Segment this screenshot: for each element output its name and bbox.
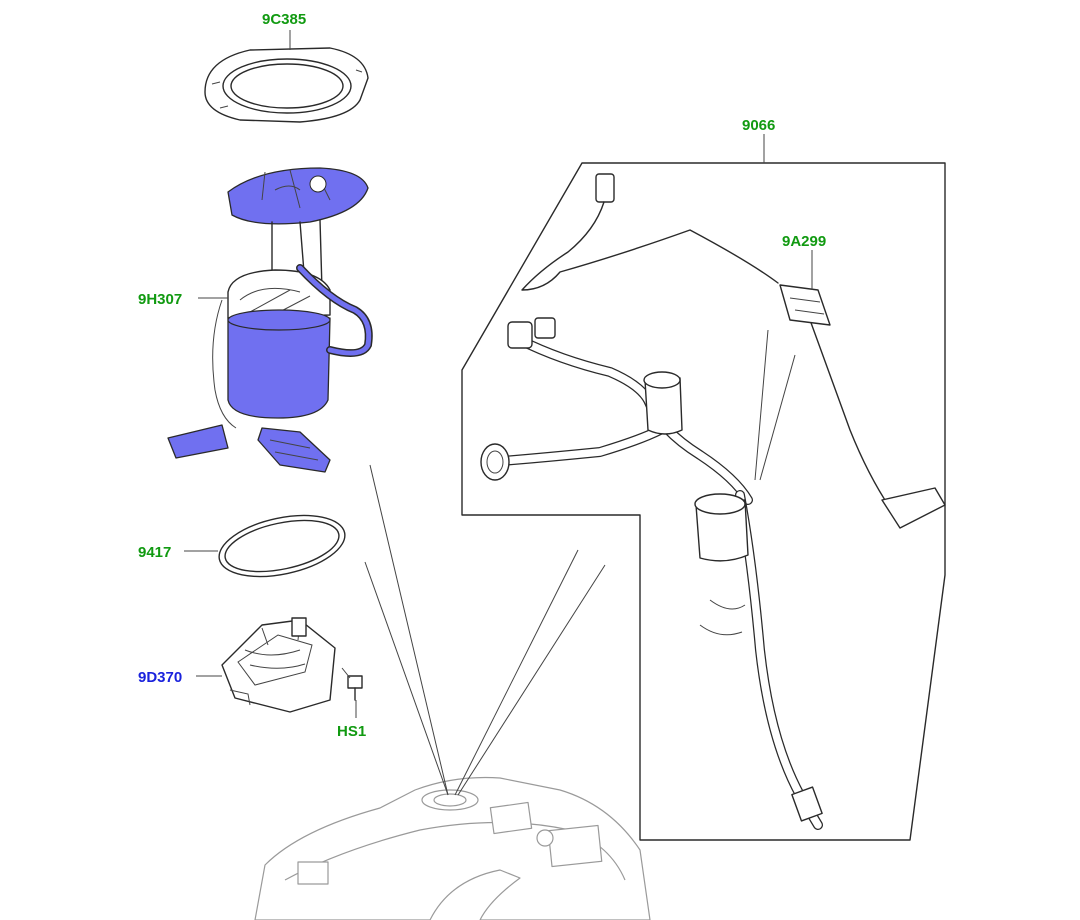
lock-ring-part-9c385[interactable]	[204, 47, 369, 123]
callout-hs1[interactable]: HS1	[337, 723, 366, 740]
callout-9d370[interactable]: 9D370	[138, 669, 182, 686]
fuel-pump-module-part-9h307[interactable]	[167, 167, 373, 473]
callout-labels: 9C385 9H307 9417 9D370 HS1 9066 9A299	[138, 11, 826, 740]
control-module-part-9d370[interactable]	[221, 617, 336, 713]
callout-9066[interactable]: 9066	[742, 117, 775, 134]
tank-leader-lines	[364, 329, 796, 796]
sender-assembly-part-9066[interactable]	[461, 162, 946, 841]
callout-leader-lines	[184, 30, 813, 718]
fuel-tank	[254, 776, 651, 920]
callout-9c385[interactable]: 9C385	[262, 11, 306, 28]
callout-9a299[interactable]: 9A299	[782, 233, 826, 250]
screw-part-hs1[interactable]	[341, 667, 363, 701]
callout-9417[interactable]: 9417	[138, 544, 171, 561]
seal-part-9417[interactable]	[214, 505, 351, 586]
callout-9h307[interactable]: 9H307	[138, 291, 182, 308]
